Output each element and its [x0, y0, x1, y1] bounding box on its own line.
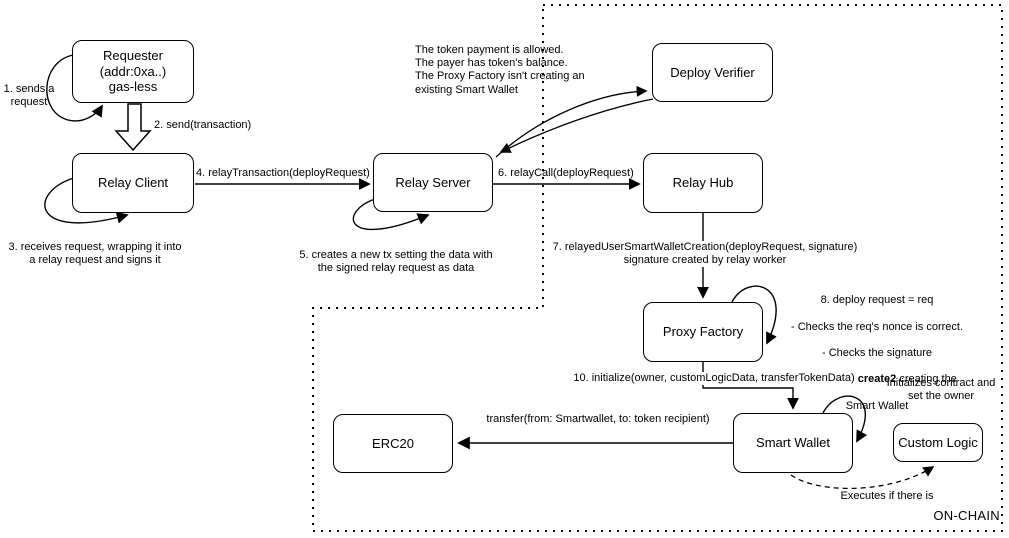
node-custom-logic: Custom Logic [893, 423, 983, 462]
arrow-1-sends-request-self-loop [46, 54, 103, 122]
arrow-8-checks-self-loop [731, 285, 777, 345]
arrow-3-receives-request-self-loop [44, 177, 129, 224]
node-requester: Requester (addr:0xa..) gas-less [72, 40, 194, 103]
send-transaction-block-arrow [114, 103, 152, 152]
label-step8-9: 8. deploy request = req - Checks the req… [776, 281, 978, 426]
label-step10: 10. initialize(owner, customLogicData, t… [570, 372, 858, 386]
node-smart-wallet: Smart Wallet [733, 413, 853, 473]
label-step7: 7. relayedUserSmartWalletCreation(deploy… [551, 241, 859, 268]
label-step3: 3. receives request, wrapping it into a … [8, 241, 182, 267]
label-step9-line2: Smart Wallet [845, 399, 909, 412]
node-deploy-verifier: Deploy Verifier [652, 43, 773, 102]
step9-create2: create2 [857, 373, 897, 386]
node-relay-server: Relay Server [373, 153, 493, 212]
label-initializes-note: Initializes contract and set the owner [886, 377, 996, 403]
onchain-boundary [312, 4, 1003, 532]
node-proxy-factory: Proxy Factory [643, 302, 763, 362]
label-step4: 4. relayTransaction(deployRequest) [196, 167, 370, 179]
label-executes: Executes if there is [833, 490, 941, 504]
label-transfer: transfer(from: Smartwallet, to: token re… [476, 413, 720, 427]
arrow-deploy-verifier-to-relay-server [499, 98, 654, 153]
step9-suffix: creating the [896, 373, 957, 386]
node-relay-client: Relay Client [72, 153, 194, 213]
label-step1: 1. sends a request [3, 83, 55, 109]
label-step2: 2. send(transaction) [154, 119, 252, 131]
arrow-smart-wallet-self-loop [822, 395, 868, 443]
label-step5: 5. creates a new tx setting the data wit… [299, 249, 493, 275]
label-step8-line2: - Checks the req's nonce is correct. [790, 320, 964, 333]
arrow-relay-server-to-deploy-verifier [495, 85, 648, 158]
arrow-executes-custom-logic [790, 466, 935, 490]
label-on-chain: ON-CHAIN [933, 508, 1000, 523]
label-step6: 6. relayCall(deployRequest) [498, 167, 634, 179]
node-erc20: ERC20 [333, 414, 453, 473]
label-verifier-note: The token payment is allowed. The payer … [415, 44, 585, 96]
label-step8-line1: 8. deploy request = req [820, 294, 934, 307]
label-step8-line3: - Checks the signature [821, 347, 933, 360]
node-relay-hub: Relay Hub [643, 153, 763, 213]
arrow-5-creates-tx-self-loop [352, 198, 430, 231]
